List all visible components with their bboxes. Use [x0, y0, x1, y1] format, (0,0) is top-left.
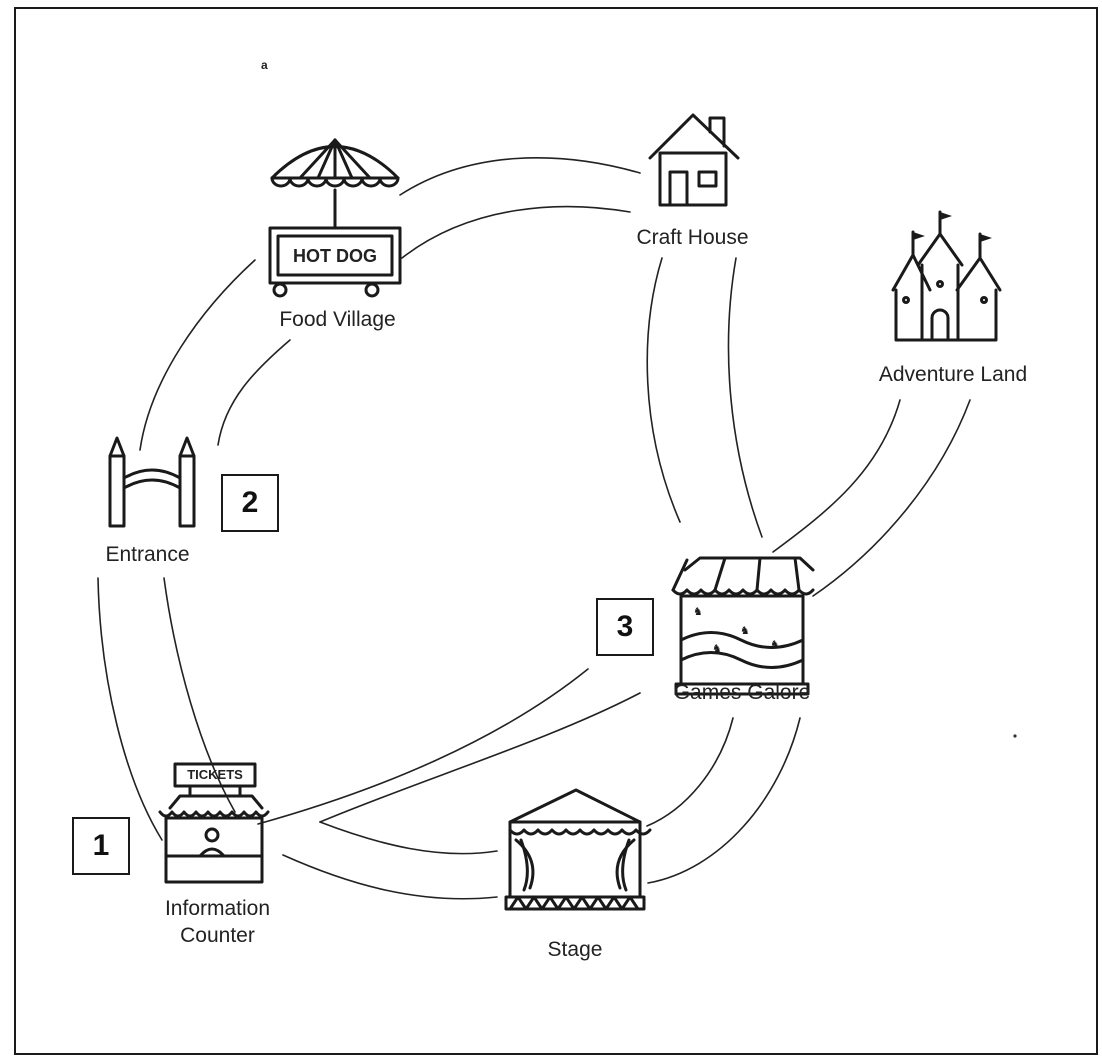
- paths: [97, 157, 971, 900]
- castle-icon: [891, 210, 1002, 342]
- information-counter-label: Information Counter: [164, 897, 271, 947]
- map-frame: [14, 7, 1098, 1055]
- hot-dog-cart-icon: [268, 138, 402, 298]
- hot-dog-sign: HOT DOG: [293, 246, 377, 266]
- entrance-gate-icon: [108, 436, 196, 528]
- marker-box-3: 3: [596, 598, 654, 656]
- stage-icon: [504, 788, 652, 911]
- marker-box-1: 1: [72, 817, 130, 875]
- path-info-stage-a: [319, 821, 498, 855]
- path-craft-games-a: [646, 257, 681, 523]
- path-food-craft-a: [399, 157, 641, 196]
- path-entrance-info-a: [97, 577, 163, 841]
- ticket-booth-icon: [158, 762, 270, 884]
- path-info-games-b: [319, 692, 641, 823]
- stray-mark: a: [261, 58, 268, 72]
- path-games-stage-b: [647, 717, 801, 884]
- tickets-sign: TICKETS: [187, 767, 243, 782]
- craft-house-label: Craft House: [636, 226, 749, 249]
- path-adventure-games-b: [812, 399, 971, 597]
- path-adventure-games-a: [772, 399, 901, 553]
- marker-box-2: 2: [221, 474, 279, 532]
- stray-dot: [1013, 734, 1017, 738]
- svg-text:♞: ♞: [693, 605, 703, 618]
- house-icon: [648, 113, 740, 207]
- svg-text:♞: ♞: [770, 638, 780, 651]
- games-galore-label: Games Galore: [673, 681, 811, 704]
- adventure-land-label: Adventure Land: [878, 363, 1028, 386]
- path-food-craft-b: [401, 205, 631, 259]
- path-entrance-info-b: [163, 577, 236, 813]
- svg-text:♞: ♞: [740, 624, 750, 637]
- food-village-label: Food Village: [279, 308, 396, 331]
- path-info-games-a: [257, 668, 589, 825]
- path-craft-games-b: [727, 257, 763, 538]
- path-food-entrance-b: [217, 339, 291, 446]
- path-games-stage-a: [646, 717, 734, 827]
- entrance-label: Entrance: [105, 543, 190, 566]
- path-info-stage-b: [282, 854, 498, 900]
- game-booth-icon: ♞ ♞ ♞ ♞: [671, 556, 815, 696]
- svg-text:♞: ♞: [712, 642, 722, 655]
- path-food-entrance-a: [139, 259, 256, 451]
- stage-label: Stage: [547, 938, 603, 961]
